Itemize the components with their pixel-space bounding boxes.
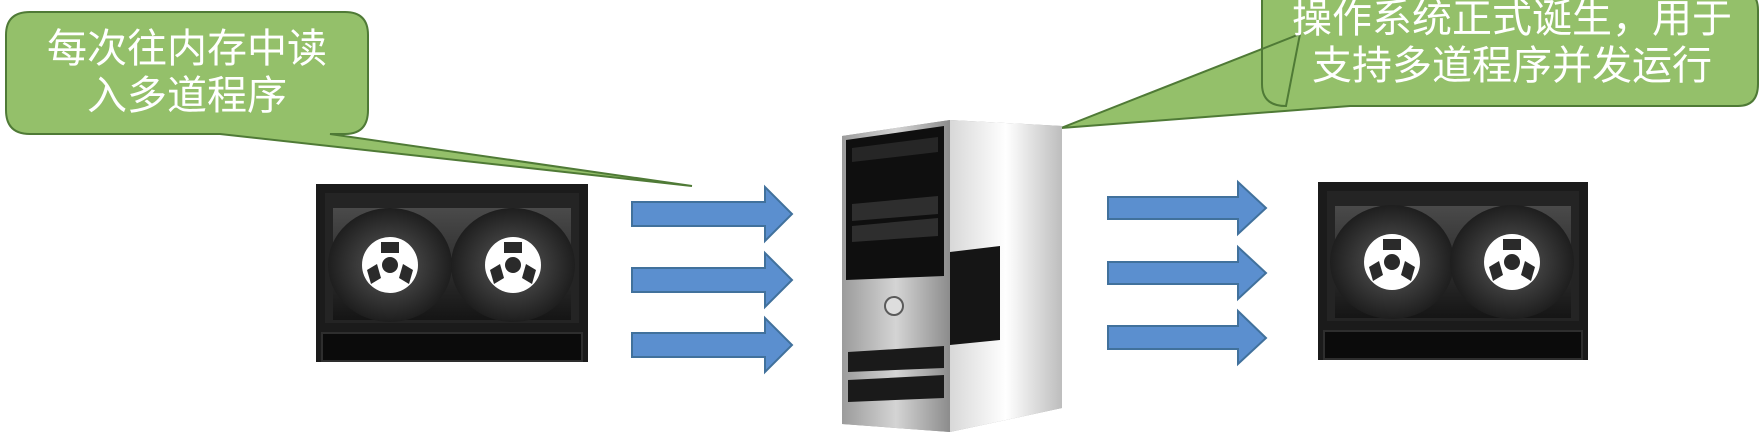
callout-right [1060,0,1759,129]
output-reel-left [1364,234,1420,290]
callout-left-text: 每次往内存中读 入多道程序 [12,26,362,120]
callout-left [5,11,693,187]
output-tape-drive-icon [1318,182,1588,360]
input-arrow-2 [631,250,794,310]
output-arrow-1 [1107,179,1268,237]
callout-left-line2: 入多道程序 [87,73,287,120]
input-arrow-1 [631,184,794,244]
input-reel-right [485,237,541,293]
input-arrow-3 [631,315,794,375]
callout-right-line1: 操作系统正式诞生，用于 [1292,0,1732,42]
callout-right-line2: 支持多道程序并发运行 [1312,43,1712,90]
callout-right-text: 操作系统正式诞生，用于 支持多道程序并发运行 [1262,0,1762,90]
tower-computer-icon [842,120,1062,432]
input-reel-left [362,237,418,293]
output-arrow-3 [1107,308,1268,367]
callout-left-line1: 每次往内存中读 [47,26,327,72]
input-tape-drive-icon [316,184,588,362]
output-arrow-2 [1107,244,1268,302]
output-reel-right [1484,234,1540,290]
